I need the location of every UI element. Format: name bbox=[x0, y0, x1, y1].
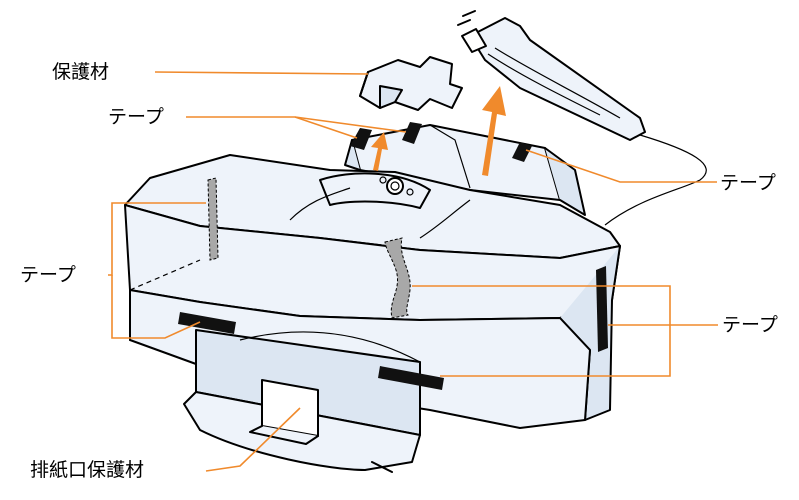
paper-exit-protective-material bbox=[249, 379, 319, 445]
tape-marker-left bbox=[207, 177, 219, 261]
label-paper-exit-protective-material: 排紙口保護材 bbox=[30, 459, 145, 481]
tape-front-left bbox=[178, 312, 236, 334]
label-tape-right-top: テープ bbox=[720, 172, 776, 194]
label-tape-top: テープ bbox=[108, 106, 164, 128]
up-arrow-icon bbox=[371, 86, 506, 176]
power-cord-icon bbox=[457, 10, 707, 226]
callout-lines bbox=[108, 71, 718, 472]
label-tape-left: テープ bbox=[20, 264, 76, 286]
tape-top-left bbox=[350, 128, 372, 150]
label-protective-material: 保護材 bbox=[52, 61, 110, 83]
label-tape-right: テープ bbox=[722, 314, 778, 336]
tape-marker-center bbox=[384, 237, 411, 319]
tape-front-right bbox=[378, 366, 444, 390]
tape-side-right bbox=[596, 266, 608, 352]
tape-top-mid bbox=[402, 122, 422, 144]
tape-strips bbox=[178, 122, 608, 390]
tape-top-right bbox=[512, 142, 532, 162]
protective-material-block bbox=[359, 56, 463, 111]
